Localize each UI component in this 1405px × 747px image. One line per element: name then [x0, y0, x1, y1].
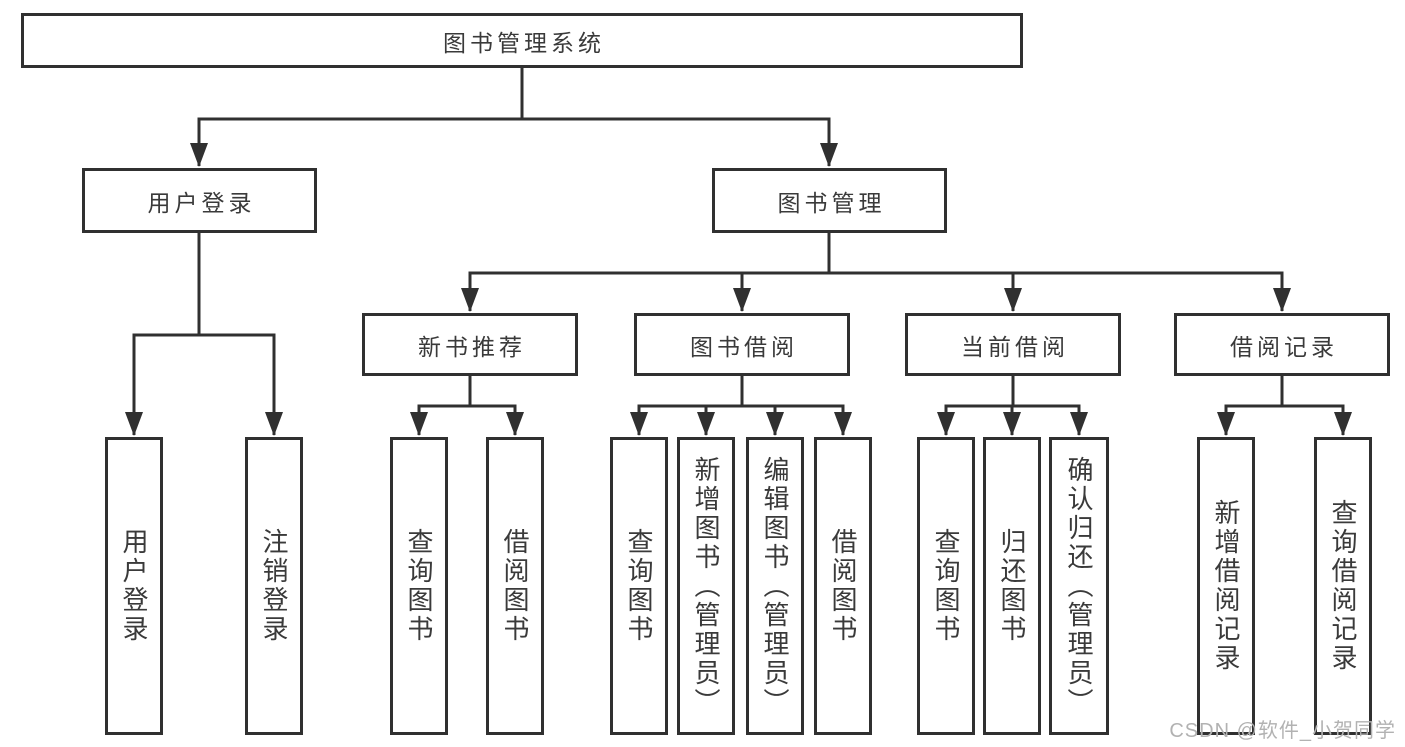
leaf-current-confirm-return-admin-label: 确认归还（管理员）	[1064, 455, 1094, 717]
leaf-user-login-label: 用户登录	[119, 528, 149, 644]
leaf-records-add-record: 新增借阅记录	[1197, 437, 1255, 735]
node-new-book-recommend: 新书推荐	[362, 313, 578, 376]
leaf-logout-login-label: 注销登录	[259, 528, 289, 644]
node-root: 图书管理系统	[21, 13, 1023, 68]
node-book-management: 图书管理	[712, 168, 947, 233]
leaf-borrowing-edit-book-admin: 编辑图书（管理员）	[746, 437, 804, 735]
node-new-book-recommend-label: 新书推荐	[418, 333, 526, 360]
leaf-current-return-book: 归还图书	[983, 437, 1041, 735]
leaf-borrowing-add-book-admin-label: 新增图书（管理员）	[691, 455, 721, 717]
leaf-borrowing-borrow-book: 借阅图书	[814, 437, 872, 735]
node-root-label: 图书管理系统	[443, 29, 605, 56]
leaf-records-add-record-label: 新增借阅记录	[1211, 499, 1241, 673]
leaf-records-query-record-label: 查询借阅记录	[1328, 499, 1358, 673]
node-borrowing-records-label: 借阅记录	[1230, 333, 1338, 360]
node-current-borrowing: 当前借阅	[905, 313, 1121, 376]
leaf-user-login: 用户登录	[105, 437, 163, 735]
node-current-borrowing-label: 当前借阅	[961, 333, 1069, 360]
node-book-management-label: 图书管理	[777, 189, 886, 216]
connector-group	[125, 68, 1352, 436]
leaf-borrowing-edit-book-admin-label: 编辑图书（管理员）	[760, 455, 790, 717]
leaf-recommend-borrow-book-label: 借阅图书	[500, 528, 530, 644]
leaf-recommend-query-book: 查询图书	[390, 437, 448, 735]
leaf-recommend-borrow-book: 借阅图书	[486, 437, 544, 735]
node-user-login: 用户登录	[82, 168, 317, 233]
leaf-current-confirm-return-admin: 确认归还（管理员）	[1049, 437, 1109, 735]
node-book-borrowing: 图书借阅	[634, 313, 850, 376]
leaf-borrowing-add-book-admin: 新增图书（管理员）	[677, 437, 735, 735]
leaf-recommend-query-book-label: 查询图书	[404, 528, 434, 644]
node-book-borrowing-label: 图书借阅	[690, 333, 798, 360]
node-user-login-label: 用户登录	[147, 189, 256, 216]
leaf-records-query-record: 查询借阅记录	[1314, 437, 1372, 735]
node-borrowing-records: 借阅记录	[1174, 313, 1390, 376]
csdn-watermark: CSDN @软件_小贺同学	[1169, 720, 1396, 742]
leaf-borrowing-query-book: 查询图书	[610, 437, 668, 735]
leaf-borrowing-query-book-label: 查询图书	[624, 528, 654, 644]
leaf-current-query-book-label: 查询图书	[931, 528, 961, 644]
leaf-current-query-book: 查询图书	[917, 437, 975, 735]
leaf-logout-login: 注销登录	[245, 437, 303, 735]
leaf-borrowing-borrow-book-label: 借阅图书	[828, 528, 858, 644]
leaf-current-return-book-label: 归还图书	[997, 528, 1027, 644]
